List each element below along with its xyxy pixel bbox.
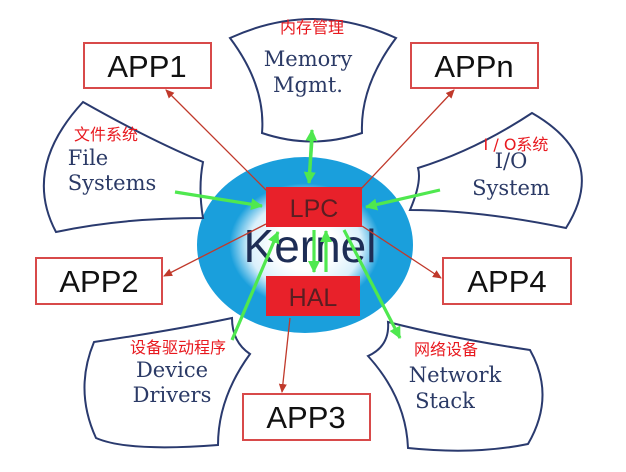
files-line1: File — [68, 146, 108, 170]
drivers-cn-label: 设备驱动程序 — [130, 338, 226, 357]
app4-label: APP4 — [467, 264, 546, 299]
module-network-stack: Network Stack — [366, 320, 544, 452]
io-line2: System — [472, 176, 550, 200]
hal-label: HAL — [289, 284, 338, 312]
green-arrows — [174, 129, 441, 341]
arrow-lpc-to-network — [342, 229, 402, 339]
io-line1: I/O — [495, 149, 528, 173]
lpc-box: LPC — [266, 187, 362, 227]
arrow-lpc-to-app4 — [361, 225, 442, 279]
app-box-app3: APP3 — [242, 393, 371, 441]
arrow-drivers-to-lpc — [230, 231, 280, 341]
appn-label: APPn — [434, 49, 513, 84]
module-file-systems: File Systems — [42, 100, 205, 234]
app3-label: APP3 — [266, 400, 345, 435]
arrow-files-to-lpc — [174, 190, 263, 211]
arrow-lpc-to-app1 — [165, 89, 269, 193]
network-line1: Network — [409, 363, 502, 387]
network-cn-label: 网络设备 — [414, 340, 478, 359]
app-box-appn: APPn — [410, 42, 539, 89]
app-box-app1: APP1 — [83, 42, 212, 89]
memory-cn-label: 内存管理 — [280, 18, 344, 37]
io-cn-label: I / O系统 — [484, 135, 549, 154]
files-cn-label: 文件系统 — [74, 125, 138, 144]
app1-label: APP1 — [107, 49, 186, 84]
arrow-lpc-to-appn — [359, 89, 455, 191]
module-io-system: I/O System — [408, 111, 583, 230]
drivers-line2: Drivers — [133, 383, 212, 407]
arrow-lpc-to-memory — [305, 129, 318, 183]
arrow-io-to-lpc — [365, 188, 441, 211]
module-memory-mgmt: Memory Mgmt. — [228, 18, 398, 143]
lpc-label: LPC — [290, 195, 339, 223]
files-line2: Systems — [68, 171, 157, 195]
app-box-app2: APP2 — [35, 257, 163, 305]
memory-line2: Mgmt. — [273, 73, 343, 97]
network-line2: Stack — [415, 389, 475, 413]
arrow-hal-to-app3 — [278, 317, 291, 393]
module-device-drivers: Device Drivers — [83, 316, 252, 449]
app-box-app4: APP4 — [442, 257, 572, 305]
drivers-line1: Device — [136, 358, 208, 382]
red-arrows — [163, 89, 455, 393]
app2-label: APP2 — [59, 264, 138, 299]
memory-line1: Memory — [264, 47, 353, 71]
arrow-lpc-to-app2 — [163, 223, 267, 277]
hal-box: HAL — [266, 276, 360, 316]
